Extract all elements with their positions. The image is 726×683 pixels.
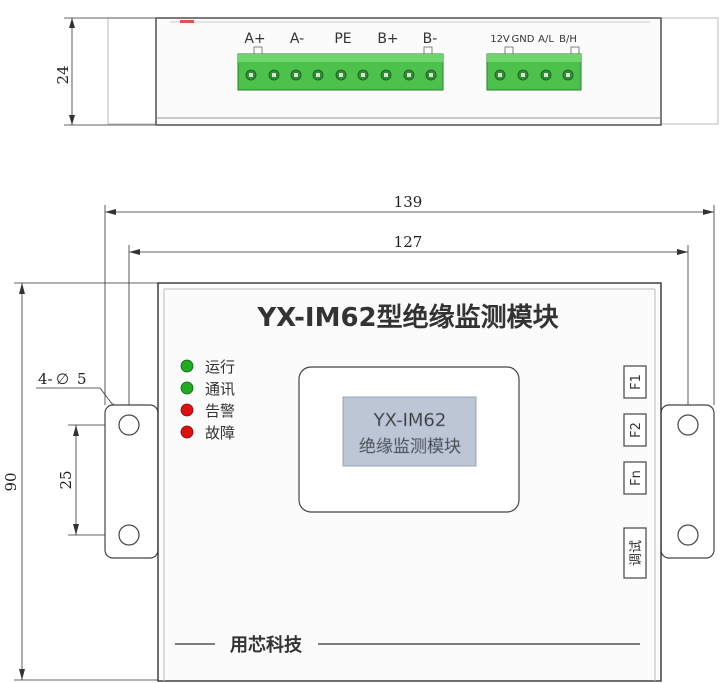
mount-hole-br [677,524,699,546]
indicator-label-comm: 通讯 [205,380,235,398]
top-view: 24 A+ A- PE B+ B- 12V GND A/L B/H [54,17,719,126]
front-view: YX-IM62型绝缘监测模块 运行 通讯 告警 故障 YX-IM62 绝缘监测模… [104,282,715,682]
terminal-block-right [486,53,582,91]
terminal-label-pe: PE [334,31,351,47]
height-dim: 90 [2,472,20,491]
front-dimensions: 139 127 90 25 4- ∅ 5 [2,193,715,681]
mount-hole-bl [118,524,140,546]
f1-button[interactable]: F1 [623,365,647,399]
terminal-label-a-plus: A+ [244,31,265,47]
hole-spacing-dim: 25 [57,470,75,489]
hole-spec-prefix: 4- [38,370,53,388]
fn-button[interactable]: Fn [623,461,647,495]
display-line1: YX-IM62 [373,410,447,431]
led-alarm-icon [180,403,194,417]
mount-hole-tl [118,414,140,436]
debug-button-label: 调试 [629,540,644,566]
led-fault-icon [180,425,194,439]
led-run-icon [180,359,194,373]
terminal-label-b-h: B/H [559,34,577,45]
terminal-label-a-minus: A- [290,31,304,47]
hole-spec-value: 5 [77,370,87,388]
f1-button-label: F1 [629,374,644,390]
fn-button-label: Fn [629,470,644,486]
hole-spec-symbol: ∅ [56,370,69,388]
terminal-label-a-l: A/L [538,34,554,45]
terminal-label-gnd: GND [512,34,535,45]
indicator-label-alarm: 告警 [205,402,235,420]
width-inner-dim: 127 [394,233,423,251]
module-title: YX-IM62型绝缘监测模块 [256,302,558,333]
debug-button[interactable]: 调试 [623,527,647,579]
brand-name: 用芯科技 [230,634,303,656]
width-outer-dim: 139 [394,193,423,211]
terminal-block-left [237,53,444,91]
terminal-label-b-plus: B+ [377,31,398,47]
f2-button-label: F2 [629,422,644,438]
terminal-label-12v: 12V [490,34,510,45]
display-line2: 绝缘监测模块 [359,437,461,457]
terminal-label-b-minus: B- [423,31,438,47]
display-screen [342,396,477,467]
top-height-dim: 24 [54,65,72,84]
indicator-label-fault: 故障 [205,424,235,442]
mount-hole-tr [677,414,699,436]
indicator-label-run: 运行 [205,358,235,376]
f2-button[interactable]: F2 [623,413,647,447]
led-comm-icon [180,381,194,395]
